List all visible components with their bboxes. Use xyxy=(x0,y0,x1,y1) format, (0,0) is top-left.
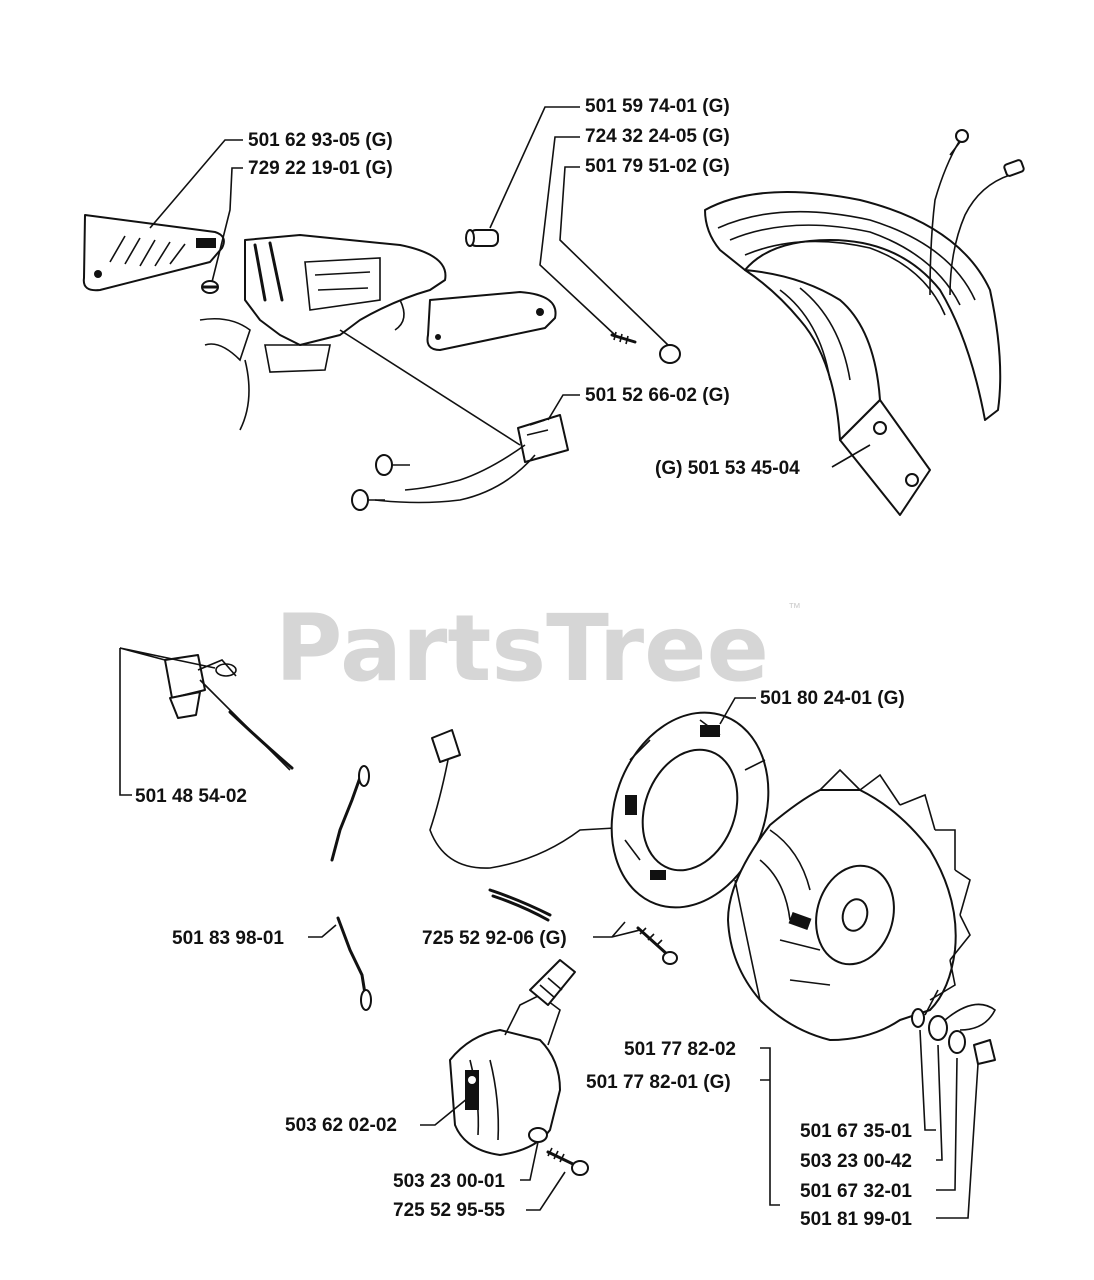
spark-plug-lead xyxy=(330,765,372,1011)
label-501534504: (G) 501 53 45-04 xyxy=(655,458,800,479)
flywheel xyxy=(727,768,971,1041)
label-501526602: 501 52 66-02 (G) xyxy=(585,385,730,406)
label-501673501: 501 67 35-01 xyxy=(800,1121,912,1142)
leader-729221901 xyxy=(211,167,243,283)
watermark-trademark: ™ xyxy=(788,600,801,615)
switch-bracket xyxy=(426,291,557,351)
label-503620202: 503 62 02-02 xyxy=(285,1115,397,1136)
leader-501802401 xyxy=(719,697,756,725)
leader-501819901 xyxy=(936,1063,979,1219)
leader-503230001 xyxy=(520,1141,539,1181)
spark-plug-cap xyxy=(164,654,294,771)
cap xyxy=(659,344,681,364)
label-501778202: 501 77 82-02 xyxy=(624,1039,736,1060)
label-501597401: 501 59 74-01 (G) xyxy=(585,96,730,117)
leader-housing-switch xyxy=(339,329,521,446)
label-725529206: 725 52 92-06 (G) xyxy=(422,928,567,949)
label-729221901: 729 22 19-01 (G) xyxy=(248,158,393,179)
ignition-module-ring xyxy=(429,711,770,909)
leader-501839801 xyxy=(308,924,337,938)
bracket-screw xyxy=(610,331,637,345)
leader-501526602 xyxy=(547,394,580,421)
coil-washer-screw xyxy=(528,1127,589,1176)
label-501629305: 501 62 93-05 (G) xyxy=(248,130,393,151)
leader-501673501 xyxy=(919,1029,936,1131)
label-501673201: 501 67 32-01 xyxy=(800,1181,912,1202)
coil-screw xyxy=(636,926,678,965)
leader-725529206 xyxy=(593,921,641,938)
label-501795102: 501 79 51-02 (G) xyxy=(585,156,730,177)
label-501778201: 501 77 82-01 (G) xyxy=(586,1072,731,1093)
leader-501778202-bracket xyxy=(760,1047,780,1206)
leader-724322405 xyxy=(539,136,616,336)
flywheel-hardware xyxy=(911,989,997,1065)
ignition-armature xyxy=(704,129,1025,516)
leader-503230042 xyxy=(936,1044,943,1161)
leader-725529555 xyxy=(526,1171,566,1211)
leader-5014854 xyxy=(119,647,216,796)
watermark-brand: PartsTree xyxy=(275,595,769,702)
decal-plate xyxy=(82,214,225,292)
label-725529555: 725 52 95-55 xyxy=(393,1200,505,1221)
label-501802401: 501 80 24-01 (G) xyxy=(760,688,905,709)
leader-501534504 xyxy=(831,444,871,468)
leader-501597401 xyxy=(489,106,580,229)
leader-501673201 xyxy=(936,1057,958,1191)
label-503230042: 503 23 00-42 xyxy=(800,1151,912,1172)
label-501839801: 501 83 98-01 xyxy=(172,928,284,949)
flywheel-key xyxy=(488,888,552,922)
label-724322405: 724 32 24-05 (G) xyxy=(585,126,730,147)
leader-501795102 xyxy=(559,166,669,346)
screw-small xyxy=(201,280,219,294)
label-501819901: 501 81 99-01 xyxy=(800,1209,912,1230)
bushing xyxy=(465,229,499,247)
housing-cover xyxy=(199,234,447,431)
stop-switch xyxy=(351,414,569,511)
label-503230001: 503 23 00-01 xyxy=(393,1171,505,1192)
ignition-coil xyxy=(449,959,576,1156)
leader-501629305 xyxy=(149,139,243,229)
leader-503620202 xyxy=(420,1097,469,1126)
label-5014854: 501 48 54-02 xyxy=(135,786,247,807)
